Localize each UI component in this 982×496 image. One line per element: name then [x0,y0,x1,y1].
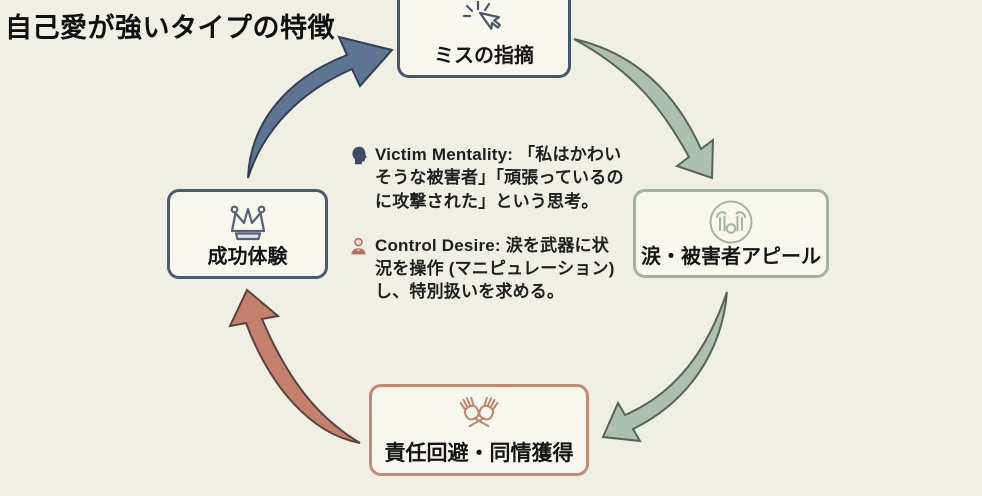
center-notes: Victim Mentality: 「私はかわいそうな被害者」「頑張っているのに… [348,143,624,325]
head-silhouette-icon [348,145,370,171]
cycle-node-responsibility-avoidance: 責任回避・同情獲得 [369,384,589,476]
crossed-hands-icon [451,396,507,442]
cycle-node-victim-appeal: 涙・被害者アピール [633,189,829,278]
note-text: Control Desire: 涙を武器に状況を操作 (マニピュレーション) し… [375,234,624,304]
cursor-click-icon [458,1,510,45]
person-bust-icon [348,236,370,262]
note-body: 「私はかわいそうな被害者」「頑張っているのに攻撃された」という思考。 [375,145,624,211]
cycle-node-success-experience: 成功体験 [167,189,328,279]
note-term: Control Desire: [375,235,501,255]
note-victim-mentality: Victim Mentality: 「私はかわいそうな被害者」「頑張っているのに… [348,143,624,213]
note-control-desire: Control Desire: 涙を武器に状況を操作 (マニピュレーション) し… [348,234,624,304]
node-label: 涙・被害者アピール [641,246,821,268]
note-term: Victim Mentality: [375,145,514,164]
cycle-node-mistake-pointing: ミスの指摘 [397,0,571,78]
cycle-arrow-bottom-to-left [228,288,361,444]
crown-icon [222,200,274,246]
note-text: Victim Mentality: 「私はかわいそうな被害者」「頑張っているのに… [375,143,624,213]
note-body: 涙を武器に状況を操作 (マニピュレーション) し、特別扱いを求める。 [375,235,615,302]
node-label: 成功体験 [207,246,288,268]
node-label: ミスの指摘 [434,45,534,67]
page-title: 自己愛が強いタイプの特徴 [5,13,335,43]
node-label: 責任回避・同情獲得 [384,441,574,465]
crying-face-icon [705,198,757,246]
